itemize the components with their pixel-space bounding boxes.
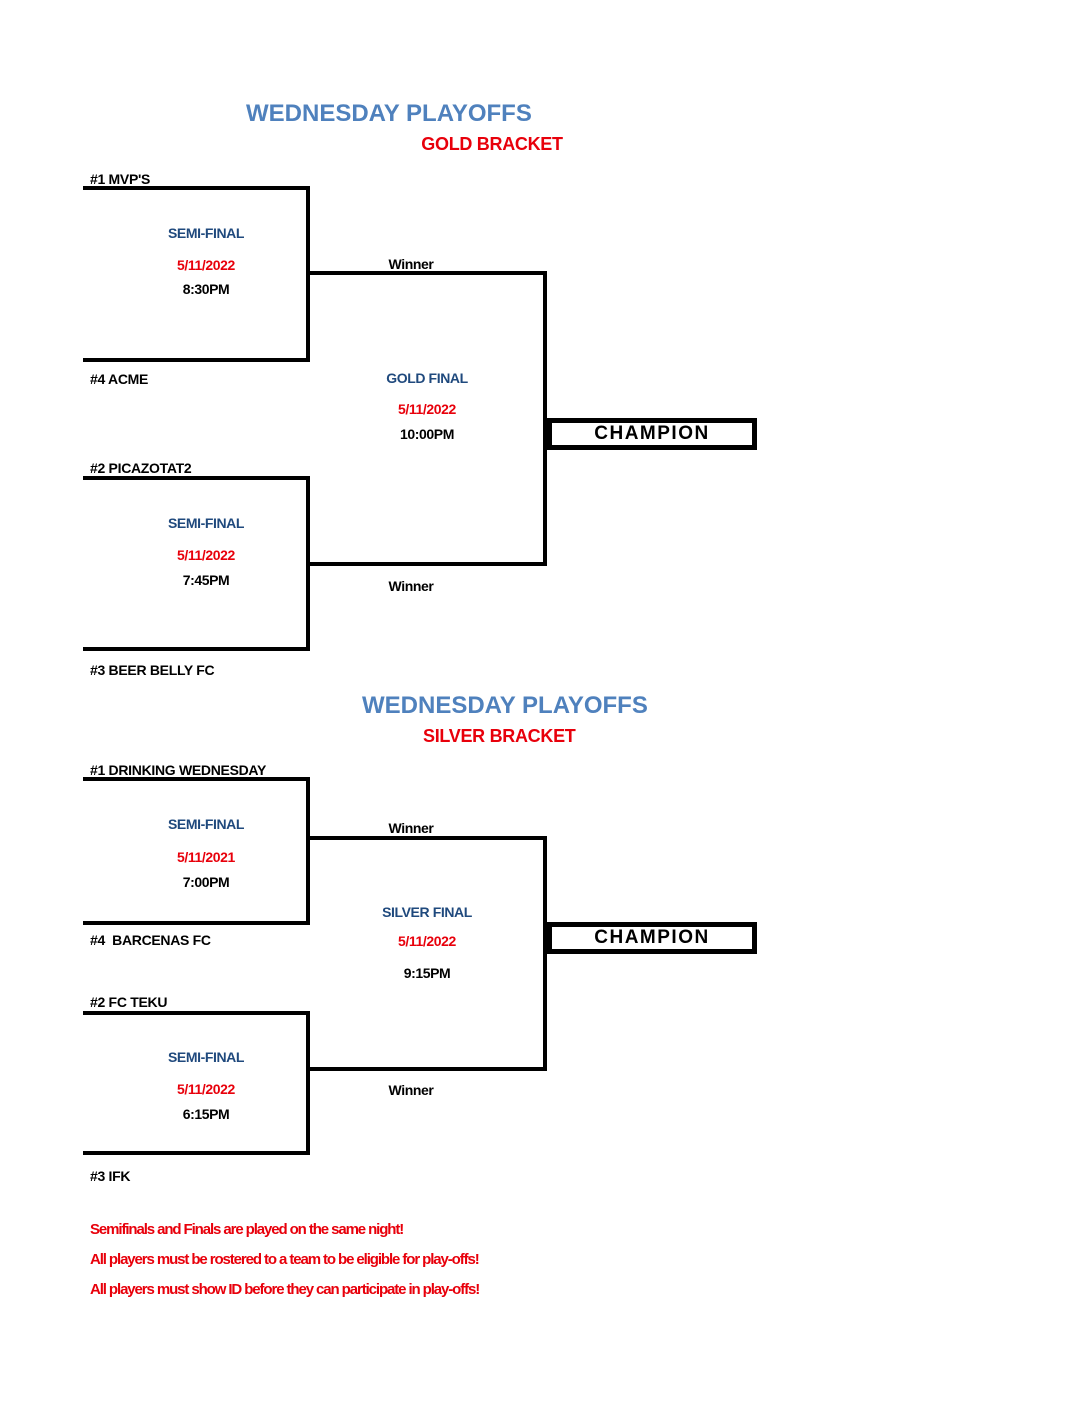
- gold-semifinal1-date: 5/11/2022: [177, 257, 235, 273]
- gold-champion-label: CHAMPION: [594, 423, 710, 444]
- gold-match2-top-line: [83, 476, 310, 480]
- silver-final-date: 5/11/2022: [398, 933, 456, 949]
- gold-semifinal1-time: 8:30PM: [182, 281, 230, 297]
- silver-champion-label: CHAMPION: [594, 927, 710, 948]
- gold-bracket-subtitle: GOLD BRACKET: [421, 134, 563, 154]
- silver-semifinal2-label: SEMI-FINAL: [167, 1049, 245, 1065]
- gold-match1-connector-line: [306, 271, 547, 275]
- gold-match2-team-top-label: #2 PICAZOTAT2: [90, 460, 192, 476]
- silver-semifinal1-label: SEMI-FINAL: [167, 816, 245, 832]
- silver-match2-team-top-label: #2 FC TEKU: [90, 994, 168, 1010]
- silver-champion-box: CHAMPION: [547, 922, 757, 954]
- footer-note-3: All players must show ID before they can…: [90, 1281, 480, 1298]
- silver-winner-top-label: Winner: [388, 820, 434, 836]
- gold-final-label: GOLD FINAL: [386, 370, 468, 386]
- gold-champion-box: CHAMPION: [547, 418, 757, 450]
- gold-final-time: 10:00PM: [399, 426, 454, 442]
- silver-semifinal2-time: 6:15PM: [182, 1106, 230, 1122]
- silver-match2-team-bottom-label: #3 IFK: [90, 1168, 131, 1184]
- silver-match1-vertical-line: [306, 777, 310, 925]
- gold-match2-bottom-line: [83, 647, 310, 651]
- gold-semifinal2-time: 7:45PM: [182, 572, 230, 588]
- gold-match1-team-top-label: #1 MVP'S: [90, 171, 151, 187]
- silver-match1-bottom-line: [83, 921, 310, 925]
- silver-final-time: 9:15PM: [403, 965, 451, 981]
- gold-winner-top-label: Winner: [388, 256, 434, 272]
- gold-match1-bottom-line: [83, 358, 310, 362]
- silver-match2-vertical-line: [306, 1011, 310, 1155]
- silver-semifinal1-time: 7:00PM: [182, 874, 230, 890]
- silver-match2-bottom-line: [83, 1151, 310, 1155]
- silver-semifinal1-date: 5/11/2021: [177, 849, 235, 865]
- silver-bracket-subtitle: SILVER BRACKET: [423, 726, 576, 746]
- gold-semifinal1-label: SEMI-FINAL: [167, 225, 245, 241]
- gold-match2-connector-line: [306, 562, 547, 566]
- silver-match1-connector-line: [306, 836, 547, 840]
- gold-semifinal2-date: 5/11/2022: [177, 547, 235, 563]
- silver-center-vertical-line: [543, 836, 547, 1071]
- gold-center-vertical-line: [543, 271, 547, 566]
- footer-note-1: Semifinals and Finals are played on the …: [90, 1221, 404, 1238]
- gold-section-title: WEDNESDAY PLAYOFFS: [246, 100, 532, 127]
- silver-section-title: WEDNESDAY PLAYOFFS: [362, 692, 648, 719]
- silver-match1-top-line: [83, 777, 310, 781]
- gold-match1-team-bottom-label: #4 ACME: [90, 371, 149, 387]
- silver-semifinal2-date: 5/11/2022: [177, 1081, 235, 1097]
- silver-winner-bottom-label: Winner: [388, 1082, 434, 1098]
- silver-match2-connector-line: [306, 1067, 547, 1071]
- gold-final-date: 5/11/2022: [398, 401, 456, 417]
- silver-final-label: SILVER FINAL: [382, 904, 472, 920]
- footer-note-2: All players must be rostered to a team t…: [90, 1251, 480, 1268]
- silver-match1-team-top-label: #1 DRINKING WEDNESDAY: [90, 762, 266, 778]
- gold-winner-bottom-label: Winner: [388, 578, 434, 594]
- gold-match1-top-line: [83, 186, 310, 190]
- silver-match2-top-line: [83, 1011, 310, 1015]
- gold-semifinal2-label: SEMI-FINAL: [167, 515, 245, 531]
- gold-match2-team-bottom-label: #3 BEER BELLY FC: [90, 662, 215, 678]
- silver-match1-team-bottom-label: #4 BARCENAS FC: [90, 932, 211, 948]
